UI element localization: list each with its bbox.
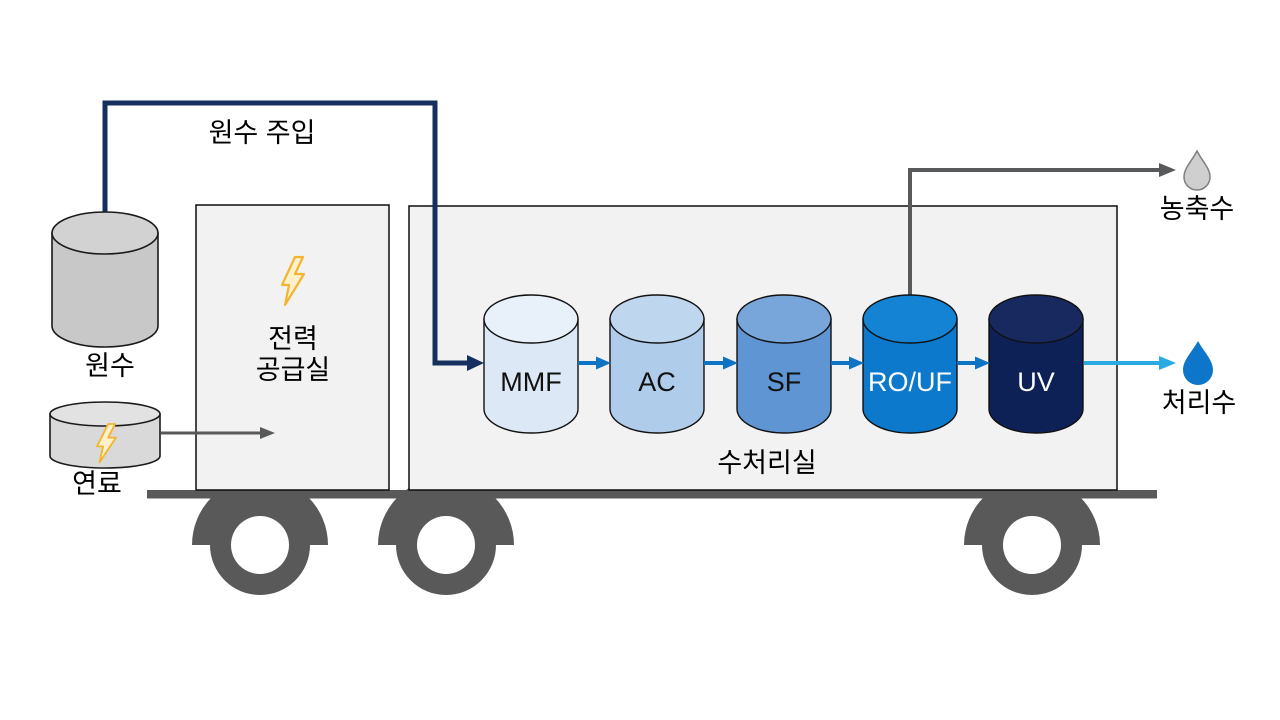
concentrate-arrowhead <box>1159 163 1176 177</box>
fuel-feed-arrow <box>161 427 275 439</box>
fuel-label: 연료 <box>72 469 122 499</box>
unit-label-mmf: MMF <box>500 367 561 397</box>
unit-label-rouf: RO/UF <box>868 367 952 397</box>
concentrate-drop-icon <box>1183 149 1211 191</box>
power-room-label-line2: 공급실 <box>256 355 331 385</box>
treated-drop-icon <box>1183 341 1213 385</box>
raw-water-label: 원수 <box>85 351 135 381</box>
process-flow-arrows <box>578 356 990 370</box>
truck-chassis-and-wheels <box>147 477 1157 595</box>
arrow-sf-to-rouf <box>831 356 864 370</box>
unit-cylinder-rouf <box>862 294 958 434</box>
arrow-mmf-to-ac <box>578 356 611 370</box>
unit-label-ac: AC <box>638 367 676 397</box>
unit-cylinder-mmf <box>483 294 579 434</box>
treated-water-label: 처리수 <box>1162 388 1237 418</box>
truck-wheel-rear <box>964 477 1100 595</box>
truck-wheel-front <box>192 477 328 595</box>
concentrate-pipe <box>908 163 1176 305</box>
fuel-lightning-icon <box>96 423 117 464</box>
unit-label-uv: UV <box>1017 367 1055 397</box>
unit-cylinder-ac <box>609 294 705 434</box>
unit-label-sf: SF <box>767 367 802 397</box>
arrow-ac-to-sf <box>704 356 738 370</box>
power-room-label-line1: 전력 <box>268 324 318 354</box>
fuel-feed-arrowhead <box>260 427 275 439</box>
unit-cylinder-sf <box>736 294 832 434</box>
raw-water-injection-arrowhead <box>467 355 484 371</box>
concentrate-label: 농축수 <box>1160 194 1235 224</box>
arrow-rouf-to-uv <box>957 356 990 370</box>
treated-water-arrowhead <box>1159 356 1176 370</box>
treatment-room-label: 수처리실 <box>717 448 816 478</box>
power-lightning-icon <box>280 255 306 307</box>
raw-water-injection-pipe <box>102 100 484 371</box>
truck-wheel-middle <box>378 477 514 595</box>
power-room-box <box>195 204 390 491</box>
truck-chassis-bar <box>147 490 1157 499</box>
treated-water-arrow <box>1084 356 1176 370</box>
raw-water-tank <box>51 211 159 348</box>
unit-cylinder-uv <box>988 294 1084 434</box>
raw-water-injection-label: 원수 주입 <box>209 118 316 148</box>
